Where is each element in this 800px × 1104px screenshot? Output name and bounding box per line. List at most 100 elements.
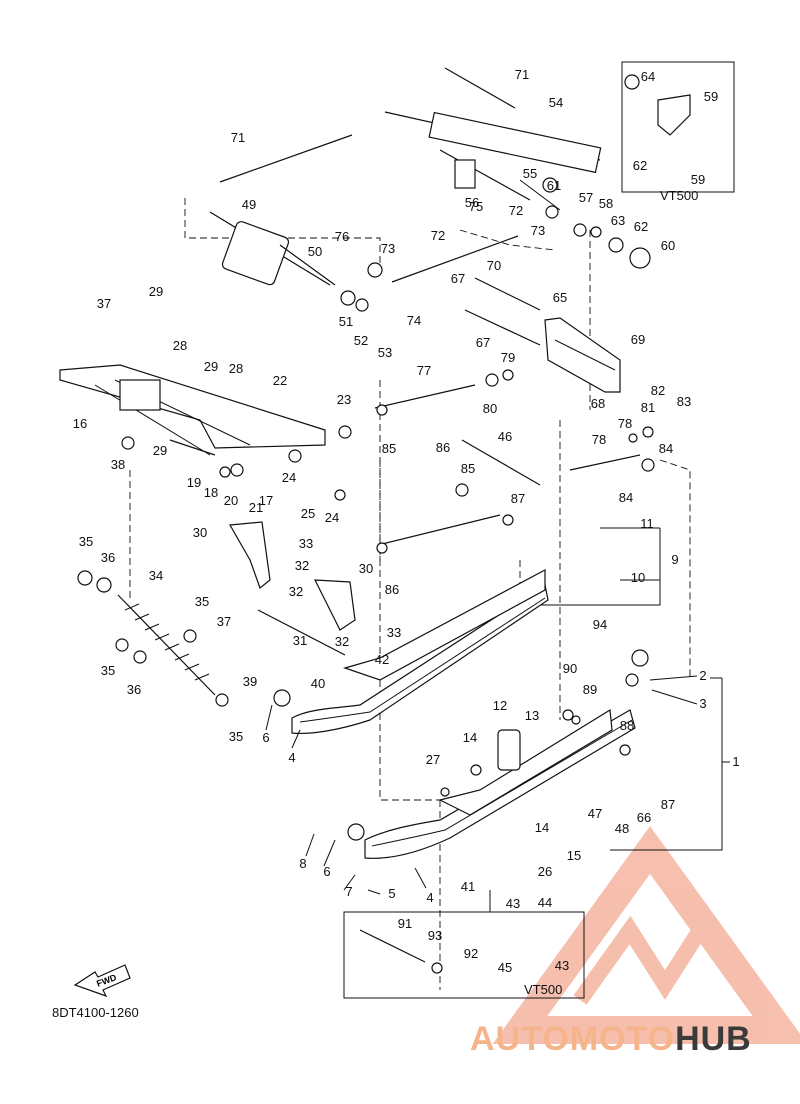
part-number-31: 31	[293, 633, 307, 648]
shock-rod	[377, 514, 501, 546]
part-number-16: 16	[73, 416, 87, 431]
leader-line	[651, 689, 698, 705]
part-number-28: 28	[173, 338, 187, 353]
part-number-36: 36	[127, 682, 141, 697]
part-number-56: 56	[465, 195, 479, 210]
shaft-31	[257, 609, 346, 656]
part-number-49: 49	[242, 197, 256, 212]
rod-76	[374, 384, 476, 409]
part-number-24: 24	[325, 510, 339, 525]
part-number-14: 14	[535, 820, 549, 835]
leader-line	[367, 889, 381, 895]
part-number-85: 85	[461, 461, 475, 476]
part-number-19: 19	[187, 475, 201, 490]
part-number-5: 5	[388, 886, 395, 901]
part-number-3: 3	[699, 696, 706, 711]
watermark-text: AUTOMOTOHUB	[470, 1020, 752, 1059]
part-number-1: 1	[732, 754, 739, 769]
shaft-66	[464, 309, 541, 346]
part-number-35: 35	[229, 729, 243, 744]
shaft-69	[474, 277, 541, 311]
part-number-59: 59	[691, 172, 705, 187]
shaft-90	[359, 929, 426, 963]
part-number-53: 53	[378, 345, 392, 360]
part-number-2: 2	[699, 668, 706, 683]
part-number-52: 52	[354, 333, 368, 348]
shaft-46	[461, 439, 541, 486]
rod-71-top	[219, 134, 353, 183]
part-number-7: 7	[345, 884, 352, 899]
shaft-70	[444, 67, 516, 109]
part-number-45: 45	[498, 960, 512, 975]
part-number-83: 83	[677, 394, 691, 409]
part-number-10: 10	[631, 570, 645, 585]
bracket-30-left	[229, 521, 271, 589]
part-number-73: 73	[381, 241, 395, 256]
part-number-72: 72	[509, 203, 523, 218]
part-number-9: 9	[671, 552, 678, 567]
part-number-65: 65	[553, 290, 567, 305]
part-number-4: 4	[426, 890, 433, 905]
shock-absorber	[117, 594, 216, 696]
part-number-87: 87	[661, 797, 675, 812]
part-number-72: 72	[431, 228, 445, 243]
watermark-logo	[492, 826, 800, 1044]
damper-77	[569, 454, 641, 471]
leader-line	[343, 874, 356, 891]
part-number-62: 62	[633, 158, 647, 173]
part-number-35: 35	[101, 663, 115, 678]
part-number-75: 75	[469, 199, 483, 214]
part-number-29: 29	[149, 284, 163, 299]
part-number-57: 57	[579, 190, 593, 205]
part-number-93: 93	[428, 928, 442, 943]
small-parts	[77, 74, 691, 974]
part-number-78: 78	[592, 432, 606, 447]
part-number-33: 33	[299, 536, 313, 551]
part-number-55: 55	[523, 166, 537, 181]
rear-arm-assembly	[59, 364, 326, 456]
part-number-27: 27	[426, 752, 440, 767]
part-number-30: 30	[359, 561, 373, 576]
part-number-86: 86	[436, 440, 450, 455]
part-number-76: 76	[335, 229, 349, 244]
part-number-80: 80	[483, 401, 497, 416]
leader-line	[649, 675, 698, 681]
part-number-21: 21	[249, 500, 263, 515]
part-number-24: 24	[282, 470, 296, 485]
slide-rail-lower	[364, 708, 636, 859]
part-number-69: 69	[631, 332, 645, 347]
part-number-29: 29	[204, 359, 218, 374]
part-number-46: 46	[498, 429, 512, 444]
part-number-94: 94	[593, 617, 607, 632]
part-number-32: 32	[335, 634, 349, 649]
part-number-6: 6	[262, 730, 269, 745]
part-number-12: 12	[493, 698, 507, 713]
part-number-35: 35	[195, 594, 209, 609]
part-number-47: 47	[588, 806, 602, 821]
rod-71-mid	[391, 235, 519, 283]
part-number-29: 29	[153, 443, 167, 458]
part-number-92: 92	[464, 946, 478, 961]
part-number-33: 33	[387, 625, 401, 640]
front-arm	[209, 211, 336, 286]
part-number-43: 43	[555, 958, 569, 973]
part-number-71: 71	[515, 67, 529, 82]
part-number-23: 23	[337, 392, 351, 407]
part-number-79: 79	[501, 350, 515, 365]
part-number-4: 4	[288, 750, 295, 765]
part-number-18: 18	[204, 485, 218, 500]
variant-label-bottom: VT500	[524, 982, 562, 997]
part-number-15: 15	[567, 848, 581, 863]
part-number-48: 48	[615, 821, 629, 836]
part-number-85: 85	[382, 441, 396, 456]
part-number-82: 82	[651, 383, 665, 398]
part-number-70: 70	[487, 258, 501, 273]
part-number-22: 22	[273, 373, 287, 388]
part-number-39: 39	[243, 674, 257, 689]
part-number-30: 30	[193, 525, 207, 540]
fwd-arrow-icon: FWD	[73, 964, 131, 998]
part-number-34: 34	[149, 568, 163, 583]
part-number-84: 84	[619, 490, 633, 505]
drawing-code: 8DT4100-1260	[52, 1005, 139, 1020]
